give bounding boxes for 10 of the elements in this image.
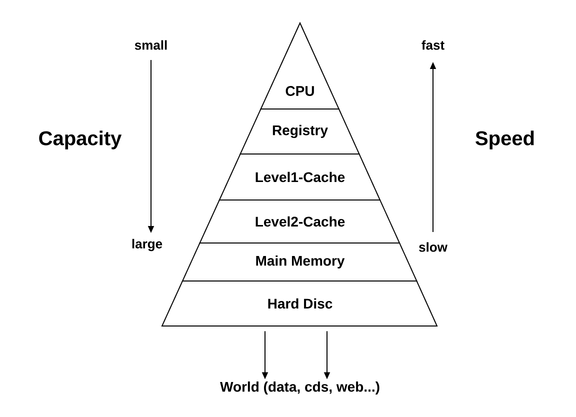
scale-label: fast — [422, 40, 444, 50]
destination-text: World (data, cds, web...) — [220, 381, 380, 394]
axis-title: Speed — [476, 130, 534, 150]
pyramid-level: Level1-Cache — [218, 154, 381, 200]
scale-label: small — [134, 40, 167, 50]
scale-label: large — [132, 238, 162, 252]
pyramid-level: Level2-Cache — [199, 200, 400, 244]
axis-title: Capacity — [39, 130, 122, 150]
pyramid-level: Registry — [240, 108, 360, 154]
scale-label: slow — [419, 242, 448, 252]
